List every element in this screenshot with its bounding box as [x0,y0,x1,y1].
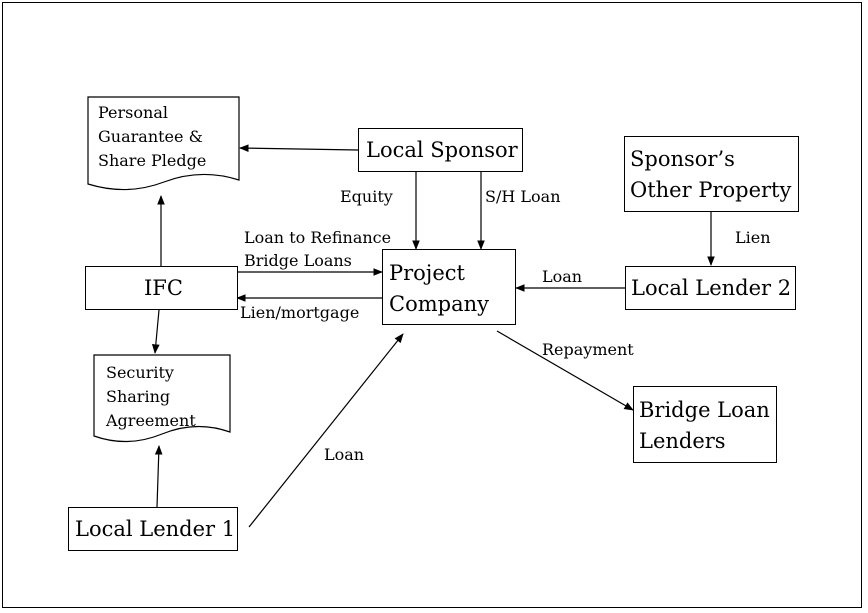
node-local-lender-2: Local Lender 2 [625,266,796,310]
label-loan-to-refinance: Loan to Refinance Bridge Loans [244,228,392,270]
label-repayment: Repayment [542,340,634,359]
node-local-lender-1: Local Lender 1 [68,507,238,551]
label-loan-ll1: Loan [324,445,365,464]
label-lien: Lien [735,228,771,247]
node-local-lender-1-label: Local Lender 1 [75,517,236,541]
document-shape [93,354,231,443]
node-project-company: Project Company [382,249,516,325]
arrow-loan-ll1 [248,333,404,528]
label-equity: Equity [340,187,393,206]
arrow-ll1-to-security [154,445,163,508]
node-bridge-loan-lenders-label: Bridge Loan Lenders [639,398,770,453]
label-loan-ll2: Loan [542,267,583,286]
label-lien-mortgage: Lien/mortgage [240,303,360,322]
node-local-sponsor: Local Sponsor [358,128,523,172]
doc-personal-guarantee-text: Personal Guarantee & Share Pledge [98,103,207,170]
doc-security-sharing-text: Security Sharing Agreement [106,363,196,430]
arrow-sponsor-to-guarantee [239,144,359,152]
node-project-company-label: Project Company [389,261,489,316]
node-ifc: IFC [85,266,238,310]
node-sponsor-other-property-label: Sponsor’s Other Property [630,147,792,202]
label-sh-loan: S/H Loan [485,187,561,206]
document-shape [87,96,240,191]
diagram-frame [2,2,862,608]
node-ifc-label: IFC [144,276,183,300]
node-sponsor-other-property: Sponsor’s Other Property [624,136,799,212]
node-local-sponsor-label: Local Sponsor [366,138,518,162]
arrow-ifc-to-security [151,309,160,354]
node-bridge-loan-lenders: Bridge Loan Lenders [633,386,777,463]
doc-security-sharing: Security Sharing Agreement [93,354,231,450]
doc-personal-guarantee: Personal Guarantee & Share Pledge [87,96,240,200]
arrow-repayment [496,330,634,411]
node-local-lender-2-label: Local Lender 2 [631,276,792,300]
